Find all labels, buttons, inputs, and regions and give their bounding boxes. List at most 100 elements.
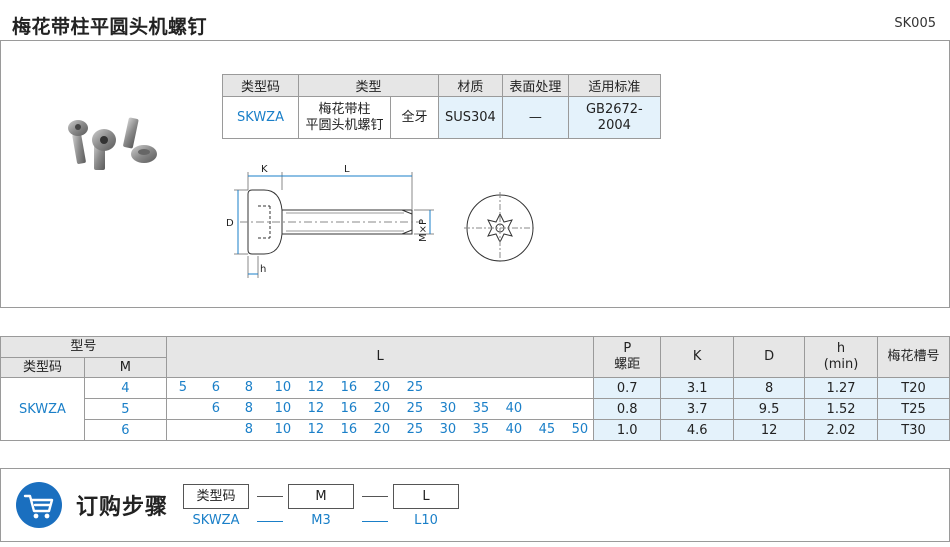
l-value: 10 xyxy=(274,422,292,437)
l-value: 8 xyxy=(244,380,253,395)
l-value: 8 xyxy=(244,401,253,416)
l-value: 8 xyxy=(244,422,253,437)
l-value: 30 xyxy=(439,401,457,416)
product-code: SK005 xyxy=(894,16,936,31)
row-d: 9.5 xyxy=(733,398,806,420)
header-p-line2: 螺距 xyxy=(614,357,641,372)
l-value: 12 xyxy=(307,401,325,416)
spec-thread: 全牙 xyxy=(390,96,439,139)
l-value: 5 xyxy=(178,380,187,395)
row-m: 6 xyxy=(83,419,167,441)
l-value: 10 xyxy=(274,401,292,416)
order-panel: 订购步骤 类型码 M L SKWZA M3 L10 xyxy=(0,468,950,542)
spec-header-standard: 适用标准 xyxy=(567,74,661,97)
order-title: 订购步骤 xyxy=(76,495,169,520)
label-l: L xyxy=(344,164,350,175)
order-value-m: M3 xyxy=(311,513,331,528)
dimension-table: 型号 L P 螺距 K D h (min) 梅花槽号 类型码 M SKWZA 4… xyxy=(0,336,950,441)
header-typecode: 类型码 xyxy=(0,357,85,378)
label-h: h xyxy=(260,264,266,275)
l-value: 10 xyxy=(274,380,292,395)
order-value-connector xyxy=(257,521,283,522)
l-value: 40 xyxy=(505,401,523,416)
spec-type-line1: 梅花带柱 xyxy=(318,101,371,117)
spec-header-typecode: 类型码 xyxy=(222,74,299,97)
label-d: D xyxy=(226,218,234,229)
l-value: 16 xyxy=(340,380,358,395)
order-value-connector xyxy=(362,521,388,522)
order-connector xyxy=(362,496,388,497)
product-photo xyxy=(68,117,157,170)
l-value: 12 xyxy=(307,380,325,395)
spec-header-surface: 表面处理 xyxy=(501,74,569,97)
l-value: 16 xyxy=(340,401,358,416)
label-k: K xyxy=(261,164,268,175)
row-k: 3.1 xyxy=(660,377,735,399)
row-m: 4 xyxy=(83,377,167,399)
l-value: 50 xyxy=(571,422,589,437)
order-connector xyxy=(257,496,283,497)
header-h-line2: (min) xyxy=(823,357,859,372)
front-view xyxy=(464,192,536,264)
row-l-values: 6 8 10 12 16 20 25 30 35 40 xyxy=(165,398,595,420)
page-title: 梅花带柱平圆头机螺钉 xyxy=(12,16,208,38)
row-h: 1.52 xyxy=(804,398,878,420)
row-slot: T20 xyxy=(877,377,950,399)
order-value-typecode: SKWZA xyxy=(192,513,240,528)
order-box-m: M xyxy=(288,484,354,509)
order-box-l: L xyxy=(393,484,459,509)
row-d: 12 xyxy=(733,419,806,441)
spec-type: 梅花带柱 平圆头机螺钉 xyxy=(298,96,391,139)
l-value: 20 xyxy=(373,422,391,437)
l-value: 6 xyxy=(211,401,220,416)
spec-type-line2: 平圆头机螺钉 xyxy=(305,117,384,133)
row-k: 4.6 xyxy=(660,419,735,441)
l-value: 30 xyxy=(439,422,457,437)
l-value: 40 xyxy=(505,422,523,437)
row-p: 0.7 xyxy=(593,377,662,399)
row-slot: T30 xyxy=(877,419,950,441)
header-p-line1: P xyxy=(623,341,632,356)
l-value: 16 xyxy=(340,422,358,437)
spec-header-type: 类型 xyxy=(298,74,439,97)
spec-typecode: SKWZA xyxy=(222,96,299,139)
spec-header-material: 材质 xyxy=(438,74,503,97)
row-typecode: SKWZA xyxy=(0,377,85,441)
header-m: M xyxy=(83,357,167,378)
spec-surface: — xyxy=(501,96,569,139)
l-value: 35 xyxy=(472,401,490,416)
cart-icon xyxy=(16,482,62,528)
header-h: h (min) xyxy=(804,336,878,378)
l-value: 25 xyxy=(406,380,424,395)
row-h: 2.02 xyxy=(804,419,878,441)
row-h: 1.27 xyxy=(804,377,878,399)
l-value: 20 xyxy=(373,401,391,416)
row-d: 8 xyxy=(733,377,806,399)
header-p: P 螺距 xyxy=(593,336,662,378)
label-mp: M×P xyxy=(418,219,429,242)
header-slot: 梅花槽号 xyxy=(877,336,950,378)
l-value: 6 xyxy=(211,380,220,395)
order-value-l: L10 xyxy=(414,513,438,528)
row-k: 3.7 xyxy=(660,398,735,420)
l-value: 12 xyxy=(307,422,325,437)
header-h-line1: h xyxy=(836,341,846,356)
header-model: 型号 xyxy=(0,336,167,358)
row-p: 1.0 xyxy=(593,419,662,441)
side-drawing: K L D h M×P xyxy=(226,164,434,278)
row-m: 5 xyxy=(83,398,167,420)
spec-material: SUS304 xyxy=(438,96,503,139)
l-value: 25 xyxy=(406,422,424,437)
header-d: D xyxy=(733,336,806,378)
order-box-typecode: 类型码 xyxy=(183,484,249,509)
header-l: L xyxy=(165,336,595,378)
row-p: 0.8 xyxy=(593,398,662,420)
l-value: 35 xyxy=(472,422,490,437)
header-k: K xyxy=(660,336,735,378)
l-value: 25 xyxy=(406,401,424,416)
spec-table: 类型码 类型 材质 表面处理 适用标准 SKWZA 梅花带柱 平圆头机螺钉 全牙… xyxy=(222,74,661,139)
